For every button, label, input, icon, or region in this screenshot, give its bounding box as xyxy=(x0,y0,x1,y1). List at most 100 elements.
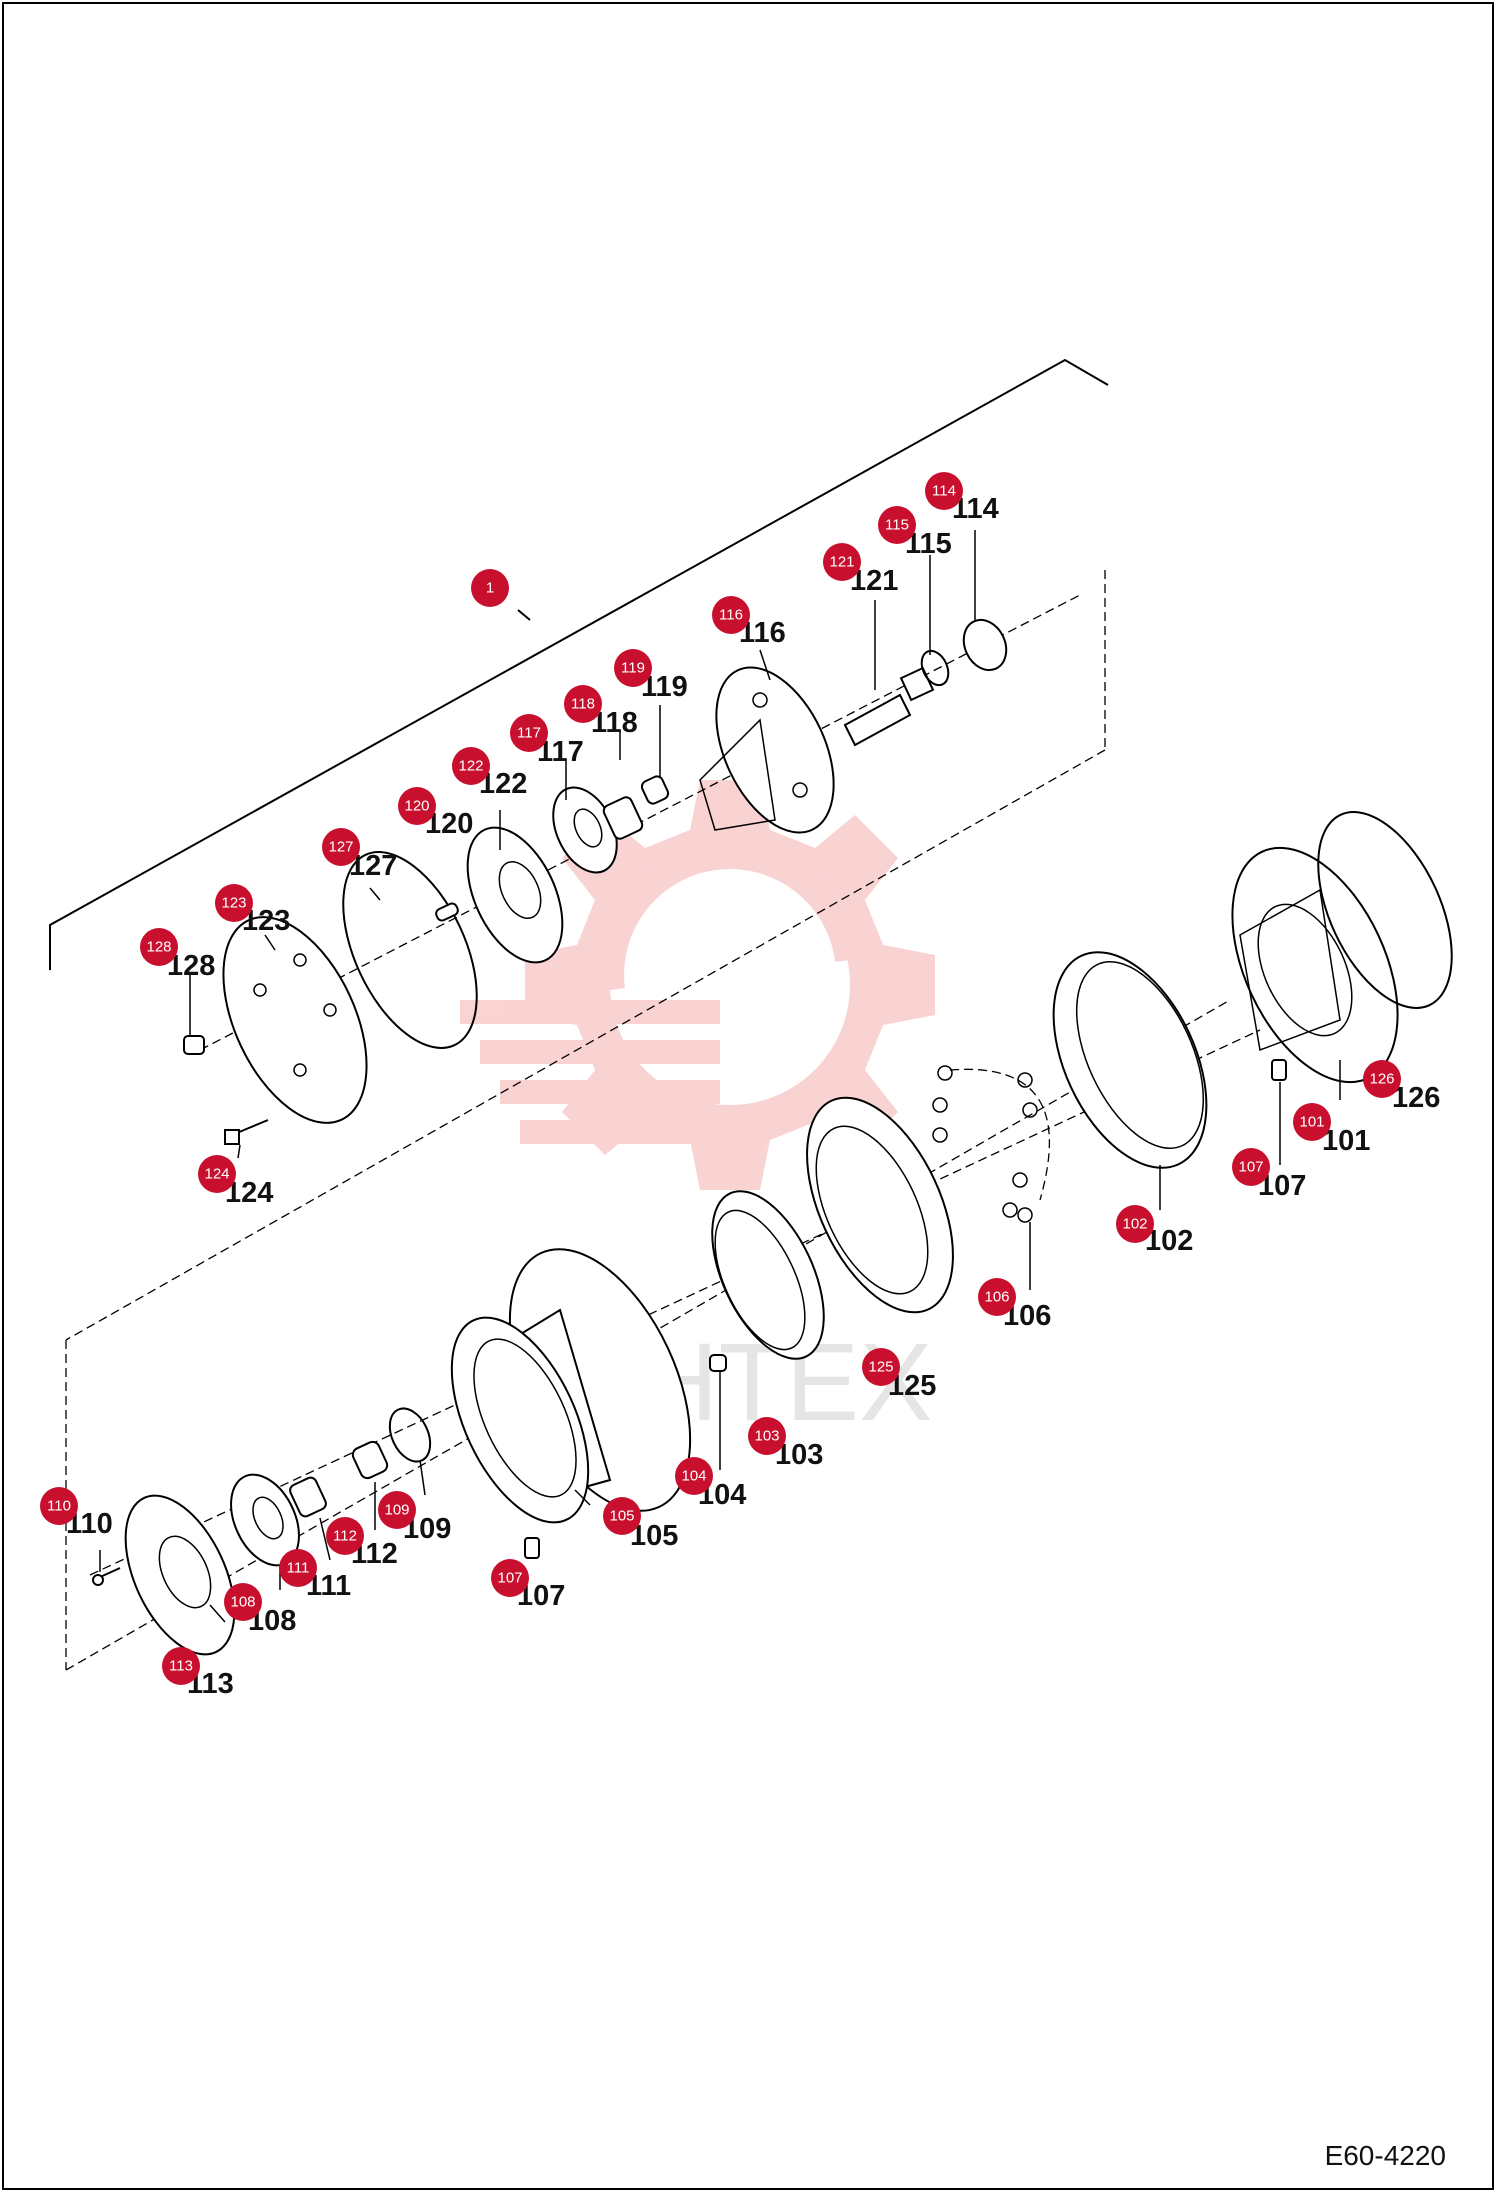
callout-badge-circle xyxy=(712,596,750,634)
callout-badge-122[interactable]: 122 xyxy=(452,747,490,785)
callout-badge-circle xyxy=(378,1491,416,1529)
callout-badge-text: 111 xyxy=(287,1560,310,1577)
callout-badge-text: 120 xyxy=(404,798,429,815)
callout-badge-112[interactable]: 112 xyxy=(326,1517,364,1555)
callout-badge-119[interactable]: 119 xyxy=(614,649,652,687)
callout-badge-circle xyxy=(564,685,602,723)
callout-badge-circle xyxy=(878,506,916,544)
callout-badge-103[interactable]: 103 xyxy=(748,1417,786,1455)
callout-badge-126[interactable]: 126 xyxy=(1363,1060,1401,1098)
part-120-pin xyxy=(435,902,459,922)
part-111-needle-bearing xyxy=(289,1476,327,1518)
callout-badge-circle xyxy=(978,1278,1016,1316)
callout-badge-105[interactable]: 105 xyxy=(603,1497,641,1535)
callout-badge-text: 103 xyxy=(754,1428,779,1445)
callout-group: 1101101102102103103104104105105106106107… xyxy=(40,472,1440,1700)
callout-badge-text: 115 xyxy=(885,517,909,534)
callout-badge-circle xyxy=(1363,1060,1401,1098)
callout-badge-text: 119 xyxy=(621,660,645,677)
callout-badge-circle xyxy=(510,714,548,752)
watermark-gear-icon xyxy=(460,780,935,1190)
callout-badge-circle xyxy=(471,569,509,607)
callout-badge-circle xyxy=(614,649,652,687)
callout-badge-108[interactable]: 108 xyxy=(224,1583,262,1621)
callout-badge-114[interactable]: 114 xyxy=(925,472,963,510)
callout-badge-127[interactable]: 127 xyxy=(322,828,360,866)
callout-badge-circle xyxy=(198,1155,236,1193)
callout-badge-circle xyxy=(1232,1148,1270,1186)
callout-badge-109[interactable]: 109 xyxy=(378,1491,416,1529)
part-128-plug xyxy=(183,1035,205,1055)
callout-badge-circle xyxy=(40,1487,78,1525)
callout-badge-106[interactable]: 106 xyxy=(978,1278,1016,1316)
callout-badge-circle xyxy=(215,884,253,922)
callout-badge-107b[interactable]: 107 xyxy=(491,1559,529,1597)
assembly-bracket xyxy=(49,358,1231,1671)
callout-badge-text: 107 xyxy=(1238,1159,1263,1176)
callout-badge-circle xyxy=(675,1457,713,1495)
callout-badge-text: 121 xyxy=(829,554,854,571)
callout-badge-text: 108 xyxy=(230,1594,255,1611)
callout-badge-text: 113 xyxy=(169,1658,193,1675)
part-126-oring xyxy=(1317,811,1453,1009)
callout-badge-118[interactable]: 118 xyxy=(564,685,602,723)
callout-badge-text: 104 xyxy=(681,1468,706,1485)
part-116-carrier xyxy=(699,666,835,834)
callout-badge-circle xyxy=(322,828,360,866)
callout-label-126: 126 xyxy=(1392,1082,1440,1114)
callout-badge-text: 128 xyxy=(146,939,171,956)
part-114-sun-gear xyxy=(962,618,1008,672)
callout-badge-124[interactable]: 124 xyxy=(198,1155,236,1193)
callout-badge-circle xyxy=(925,472,963,510)
callout-badge-circle xyxy=(862,1348,900,1386)
callout-label-102: 102 xyxy=(1145,1225,1193,1257)
part-113-thrust-plate xyxy=(124,1494,236,1656)
part-121-shaft xyxy=(843,666,935,747)
part-122-thrust-plate xyxy=(466,826,564,964)
callout-badge-128[interactable]: 128 xyxy=(140,928,178,966)
callout-badge-104[interactable]: 104 xyxy=(675,1457,713,1495)
part-115-snap-ring xyxy=(920,649,950,687)
callout-badge-101[interactable]: 101 xyxy=(1293,1103,1331,1141)
callout-badge-121[interactable]: 121 xyxy=(823,543,861,581)
callout-badge-text: 109 xyxy=(384,1502,409,1519)
document-code: E60-4220 xyxy=(1324,2140,1446,2171)
callout-badge-circle xyxy=(140,928,178,966)
callout-badge-120[interactable]: 120 xyxy=(398,787,436,825)
callout-badge-text: 106 xyxy=(984,1289,1009,1306)
part-123-cover xyxy=(222,916,368,1124)
callout-badge-117[interactable]: 117 xyxy=(510,714,548,752)
callout-badge-circle xyxy=(823,543,861,581)
part-108-planet-gear xyxy=(230,1473,300,1567)
part-106-steel-balls xyxy=(932,1065,1051,1223)
callout-label-101: 101 xyxy=(1322,1125,1370,1157)
callout-badge-116[interactable]: 116 xyxy=(712,596,750,634)
callout-badge-text: 122 xyxy=(458,758,483,775)
callout-badge-text: 1 xyxy=(486,580,494,597)
callout-badge-123[interactable]: 123 xyxy=(215,884,253,922)
part-101-hub xyxy=(1231,846,1399,1084)
callout-badge-text: 124 xyxy=(204,1166,229,1183)
part-124-bolt xyxy=(224,1119,269,1145)
callout-badge-110[interactable]: 110 xyxy=(40,1487,78,1525)
part-125-floating-seal xyxy=(711,1190,825,1360)
callout-badge-circle xyxy=(398,787,436,825)
part-110-screw xyxy=(92,1567,121,1586)
callout-badge-107a[interactable]: 107 xyxy=(1232,1148,1270,1186)
part-102-seal xyxy=(1052,951,1208,1169)
leader-lines xyxy=(99,530,1341,1623)
callout-badge-113[interactable]: 113 xyxy=(162,1647,200,1685)
callout-badge-circle xyxy=(162,1647,200,1685)
callout-badge-125[interactable]: 125 xyxy=(862,1348,900,1386)
callout-badge-text: 118 xyxy=(571,696,595,713)
callout-badge-115[interactable]: 115 xyxy=(878,506,916,544)
part-107-pin-lower xyxy=(524,1537,540,1559)
callout-badge-circle xyxy=(279,1549,317,1587)
callout-badge-1[interactable]: 1 xyxy=(471,569,509,607)
callout-badge-text: 125 xyxy=(868,1359,893,1376)
callout-badge-111[interactable]: 111 xyxy=(279,1549,317,1587)
callout-badge-circle xyxy=(1293,1103,1331,1141)
callout-badge-102[interactable]: 102 xyxy=(1116,1205,1154,1243)
callout-badge-text: 107 xyxy=(497,1570,522,1587)
